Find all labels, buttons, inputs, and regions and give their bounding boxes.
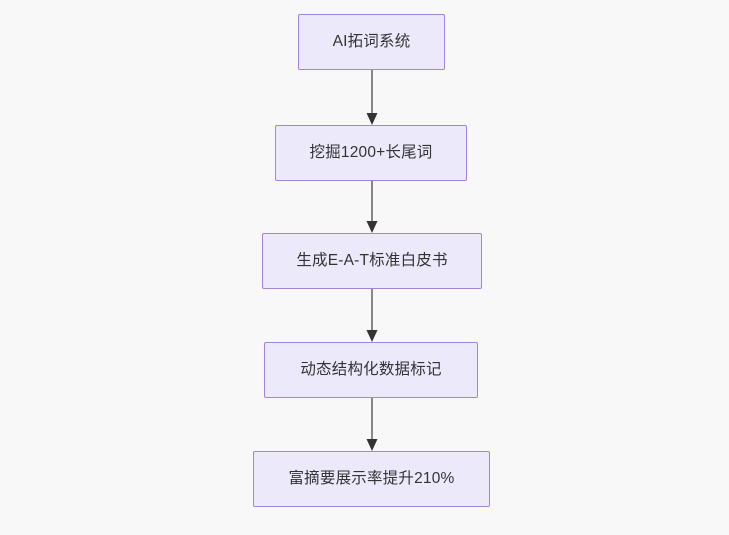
flow-edge-2-to-3 [360, 181, 384, 233]
flow-edge-4-to-5 [360, 398, 384, 451]
flow-node-5-label: 富摘要展示率提升210% [288, 470, 455, 488]
flow-edge-1-to-2 [360, 70, 384, 125]
flow-node-2[interactable]: 挖掘1200+长尾词 [275, 125, 467, 181]
flow-node-3[interactable]: 生成E-A-T标准白皮书 [262, 233, 482, 289]
flow-node-1[interactable]: AI拓词系统 [298, 14, 445, 70]
flow-node-1-label: AI拓词系统 [332, 33, 411, 51]
flow-node-5[interactable]: 富摘要展示率提升210% [253, 451, 490, 507]
flow-edge-3-to-4 [360, 289, 384, 342]
flow-node-4[interactable]: 动态结构化数据标记 [264, 342, 478, 398]
flow-node-4-label: 动态结构化数据标记 [300, 361, 442, 379]
flow-node-2-label: 挖掘1200+长尾词 [309, 144, 433, 162]
flow-node-3-label: 生成E-A-T标准白皮书 [296, 252, 448, 270]
